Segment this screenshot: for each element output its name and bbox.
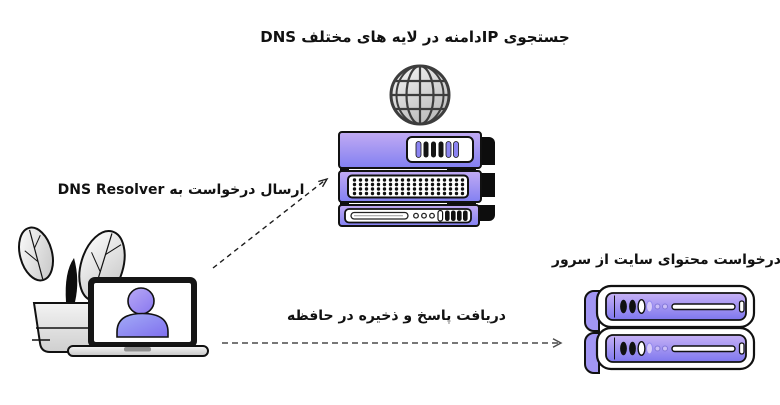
globe-icon (389, 64, 451, 126)
rack-unit-3 (338, 204, 480, 227)
label-site-request: درخواست محتوای سایت از سرور (551, 252, 780, 268)
response-arrow (222, 338, 563, 348)
client-laptop-icon (18, 226, 209, 357)
vent-dots (352, 178, 465, 196)
server-unit-2 (584, 326, 756, 374)
dns-server-icon (338, 131, 497, 227)
label-dns-lookup: جستجوی IPدامنه در لایه های مختلف DNS (260, 28, 570, 46)
laptop-icon (67, 277, 209, 357)
rack-unit-1 (338, 131, 482, 169)
label-send-request: ارسال درخواست به DNS Resolver (57, 182, 305, 198)
rack-unit-2 (338, 170, 482, 203)
server-unit-1 (584, 284, 756, 332)
label-receive-store: دریافت پاسخ و ذخیره در حافظه (286, 308, 506, 324)
user-avatar-icon (116, 287, 169, 338)
plant-icon (18, 226, 126, 353)
web-server-icon (584, 284, 756, 374)
